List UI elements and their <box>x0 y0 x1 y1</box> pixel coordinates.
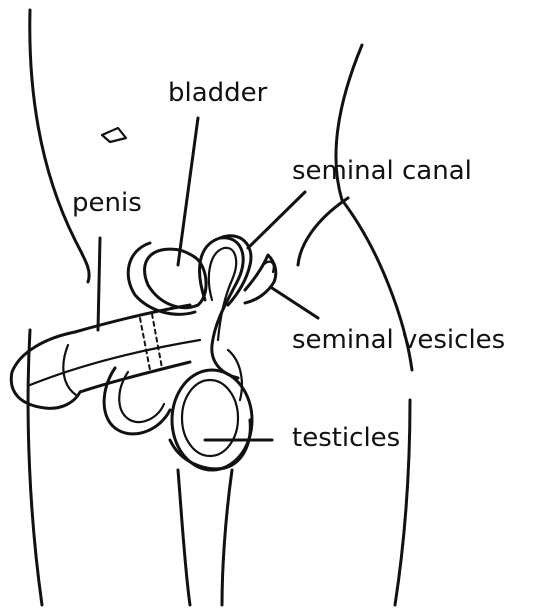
penis-shape <box>11 305 190 408</box>
label-seminal-vesicles: seminal vesicles <box>292 327 505 353</box>
seminal-vesicles-lobe <box>262 262 274 272</box>
leader-penis <box>98 238 100 330</box>
leader-bladder <box>178 118 198 265</box>
penis-urethra <box>30 340 200 385</box>
inner-right-curve <box>298 198 348 265</box>
label-testicles: testicles <box>292 425 400 451</box>
inner-left-leg <box>178 470 190 605</box>
left-leg-outline <box>28 330 42 605</box>
leader-seminal-canal <box>248 192 305 248</box>
label-penis: penis <box>72 190 142 216</box>
navel-mark <box>102 128 126 142</box>
left-body-outline <box>30 10 89 282</box>
bladder-outer-loop <box>128 243 195 314</box>
leader-seminal-vesicles <box>272 288 318 318</box>
inner-right-leg <box>222 470 232 605</box>
label-seminal-canal: seminal canal <box>292 158 472 184</box>
label-bladder: bladder <box>168 80 267 106</box>
testicle-right-inner <box>182 380 238 456</box>
penis-dashes-2 <box>152 314 162 368</box>
bladder-shape <box>145 249 207 308</box>
right-body-outline <box>336 45 412 370</box>
penis-dashes-1 <box>140 318 150 370</box>
scrotum-left <box>104 368 170 434</box>
